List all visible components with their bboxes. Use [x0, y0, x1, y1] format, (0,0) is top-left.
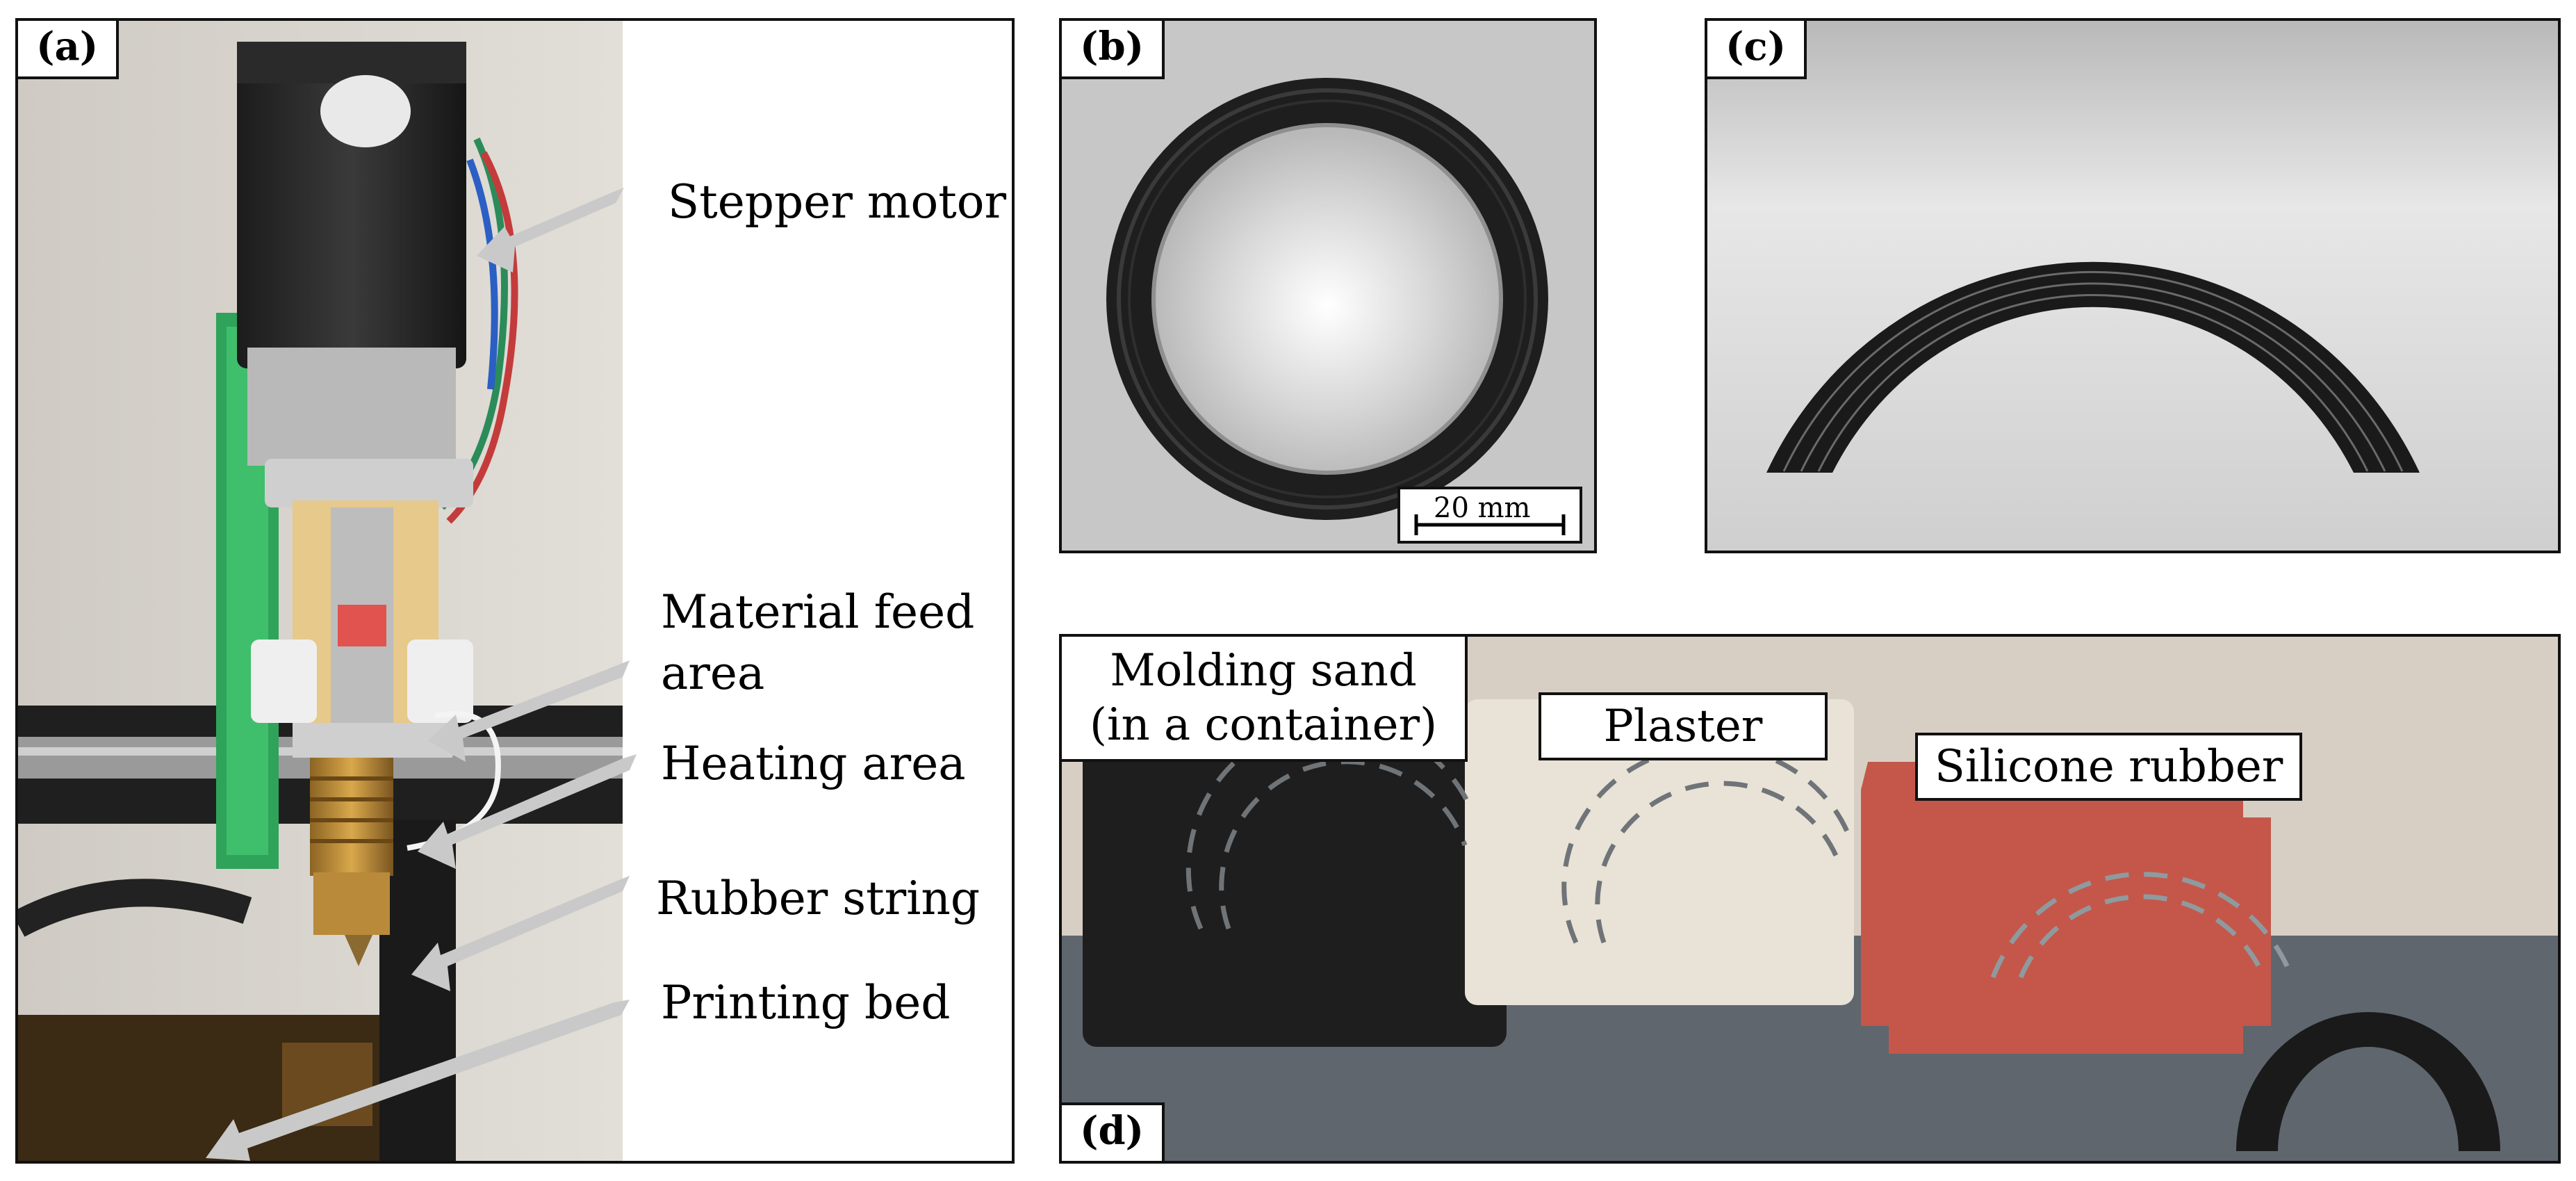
panel-b-tag: (b) — [1062, 21, 1165, 79]
panel-a-tag: (a) — [18, 21, 120, 79]
panel-a-photo — [18, 21, 1012, 1161]
label-plaster: Plaster — [1539, 692, 1828, 761]
panel-c-tag: (c) — [1707, 21, 1807, 79]
label-material-feed-line1: Material feed — [661, 585, 975, 639]
label-material-feed-line2: area — [661, 646, 765, 700]
panel-d: Molding sand (in a container) Plaster Si… — [1059, 634, 2561, 1164]
panel-b-photo — [1062, 21, 1594, 551]
label-rubber-string: Rubber string — [656, 872, 981, 925]
panel-b: (b) 20 mm — [1059, 18, 1597, 553]
label-stepper-motor: Stepper motor — [668, 175, 1007, 229]
panel-a: (a) Stepper motor Material feed area Hea… — [15, 18, 1015, 1164]
label-silicone-rubber: Silicone rubber — [1915, 733, 2303, 801]
label-heating-area: Heating area — [661, 737, 966, 790]
panel-d-tag: (d) — [1062, 1102, 1165, 1161]
panel-c: (c) — [1705, 18, 2561, 553]
panel-c-photo — [1707, 21, 2558, 551]
label-printing-bed: Printing bed — [661, 976, 951, 1029]
label-molding-sand-line1: Molding sand — [1110, 645, 1417, 697]
label-molding-sand: Molding sand (in a container) — [1062, 637, 1468, 763]
scale-bar-label: 20 mm — [1434, 492, 1531, 524]
label-molding-sand-line2: (in a container) — [1090, 699, 1438, 751]
